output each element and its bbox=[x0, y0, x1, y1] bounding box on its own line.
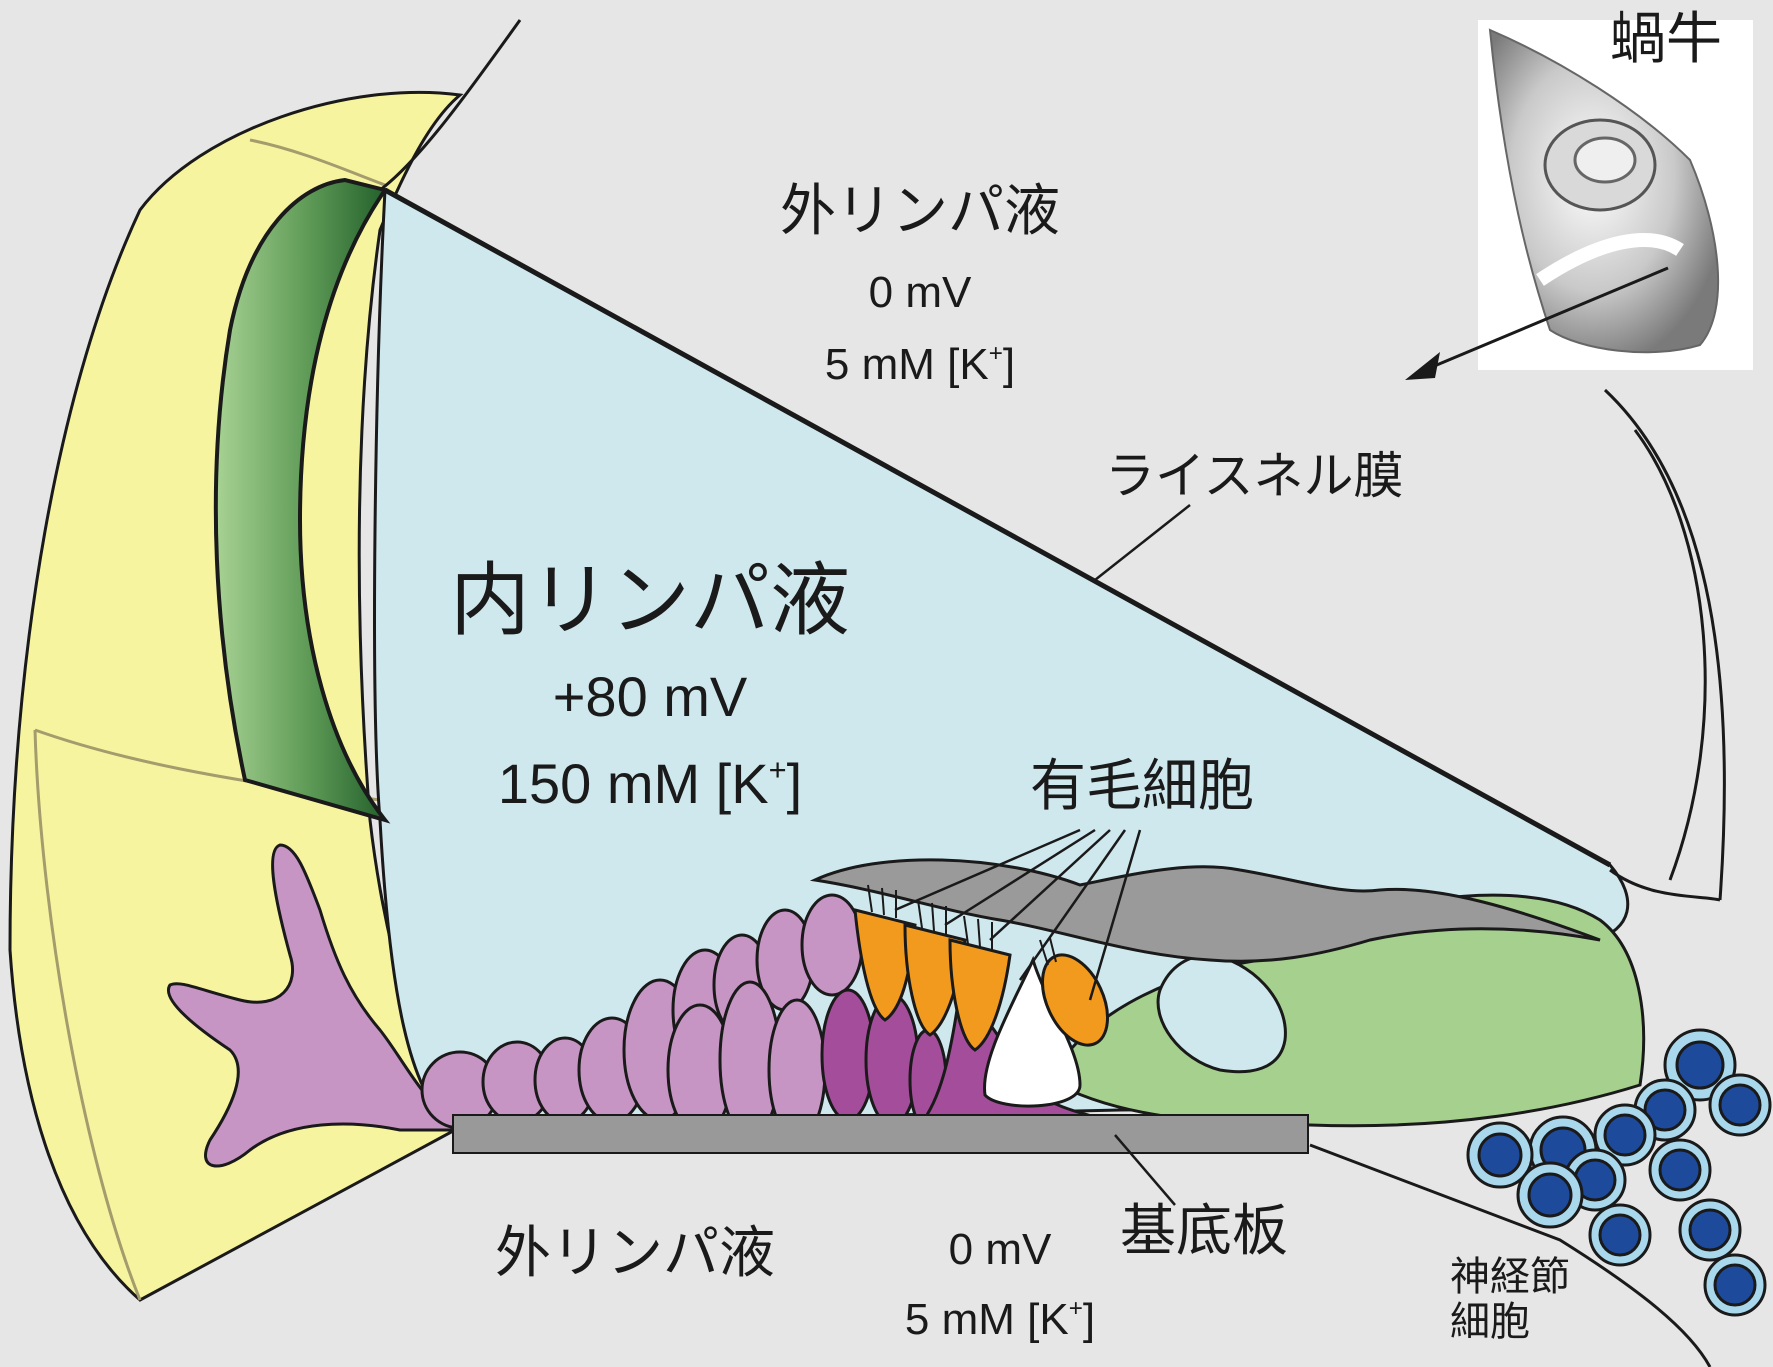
lower-perilymph-name: 外リンパ液 bbox=[495, 1221, 775, 1286]
lower-perilymph-potential: 0 mV bbox=[948, 1225, 1052, 1274]
cochlea-inset bbox=[1478, 20, 1753, 370]
stria-vascularis bbox=[213, 177, 391, 824]
ganglion-cells-label-line2: 細胞 bbox=[1450, 1298, 1530, 1345]
cochlea-label: 蝸牛 bbox=[1610, 7, 1722, 72]
ganglion-cells-label-line1: 神経節 bbox=[1450, 1254, 1570, 1300]
endolymph-name: 内リンパ液 bbox=[450, 554, 850, 647]
ganglion-cells bbox=[1466, 1028, 1772, 1317]
lower-perilymph-potassium: 5 mM [K+] bbox=[904, 1295, 1096, 1345]
basilar-membrane-label: 基底板 bbox=[1120, 1199, 1288, 1264]
interdental-cell bbox=[166, 843, 459, 1168]
reissner-membrane bbox=[383, 187, 1612, 868]
reissner-membrane-label: ライスネル膜 bbox=[1105, 447, 1404, 505]
endolymph-potassium: 150 mM [K+] bbox=[497, 752, 803, 816]
supporting-cells bbox=[420, 893, 864, 1142]
upper-perilymph-name: 外リンパ液 bbox=[780, 179, 1060, 244]
upper-perilymph-potential: 0 mV bbox=[868, 268, 972, 317]
endolymph-potential: +80 mV bbox=[552, 665, 748, 728]
ganglion-cells-label: 神経節 細胞 bbox=[1450, 1255, 1570, 1345]
tectorial-membrane bbox=[809, 858, 1601, 963]
inset-arrow bbox=[1419, 266, 1669, 374]
outer-hair-cells bbox=[853, 908, 1012, 1052]
basilar-membrane bbox=[452, 1114, 1309, 1154]
upper-perilymph-potassium: 5 mM [K+] bbox=[824, 340, 1016, 390]
hair-cells-label: 有毛細胞 bbox=[1030, 754, 1254, 819]
